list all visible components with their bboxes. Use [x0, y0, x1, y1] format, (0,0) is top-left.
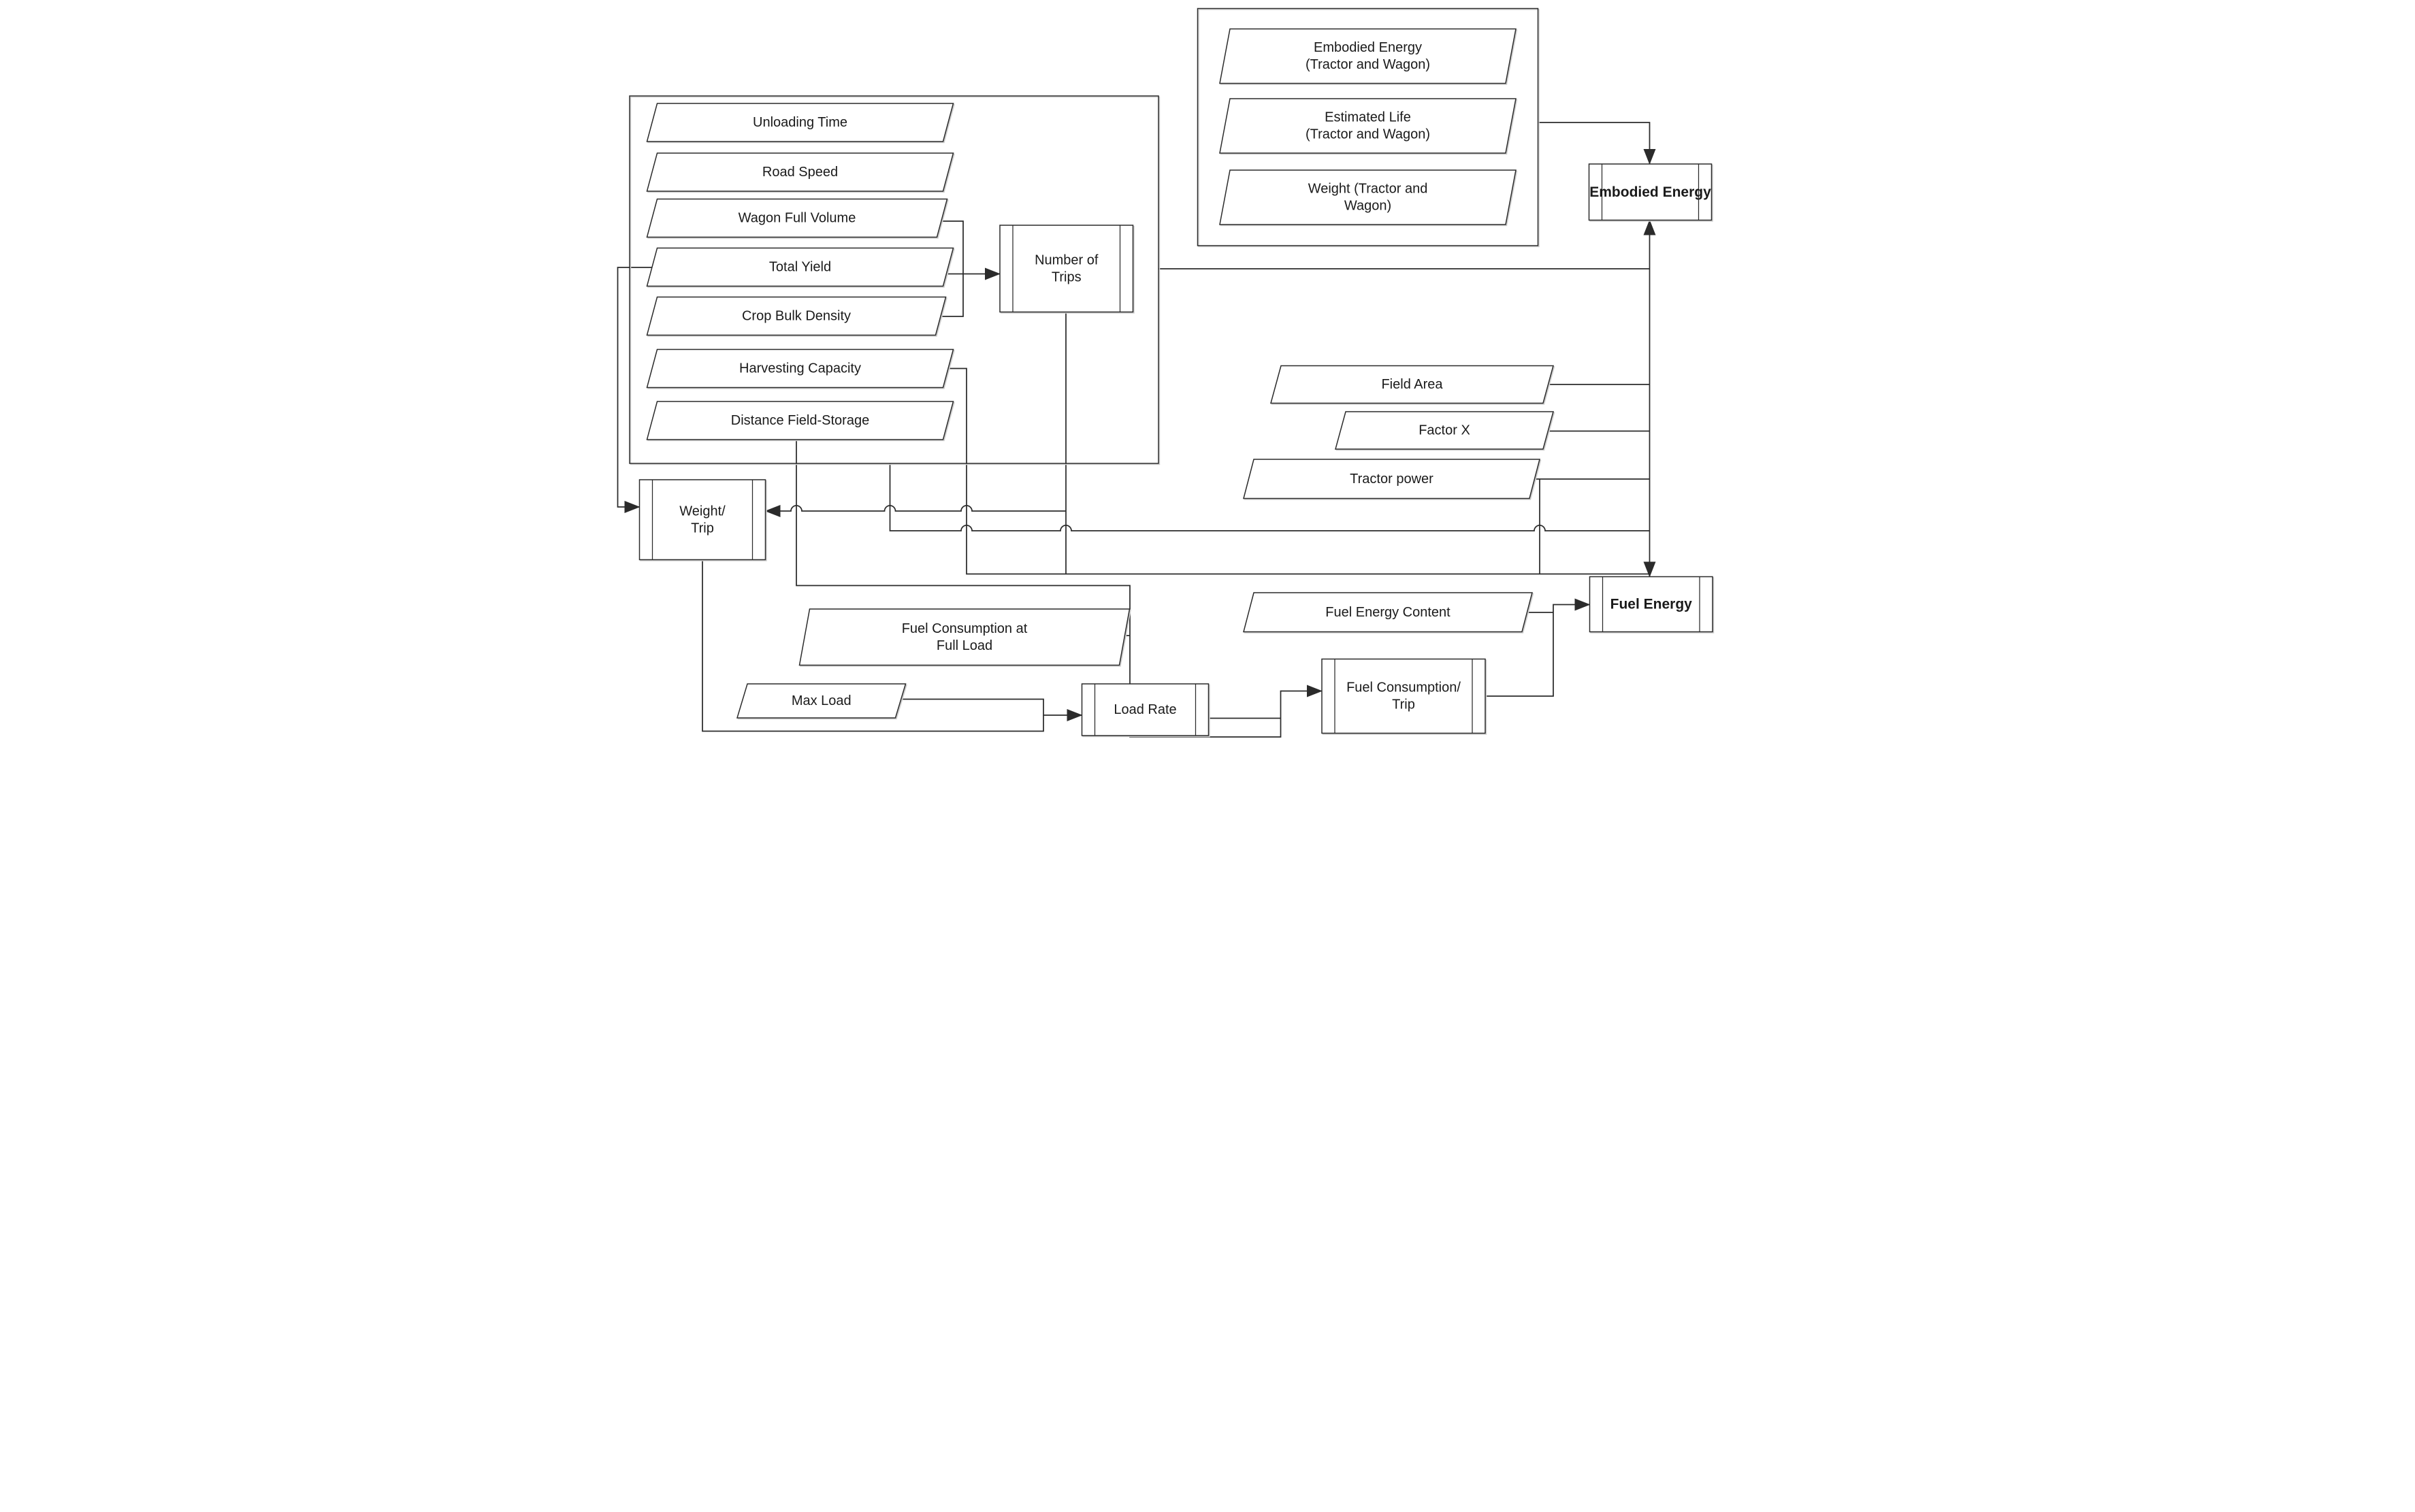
edge-fuel-consumption-per-trip-to-fuel-energy [1485, 598, 1591, 697]
edge-number-of-trips-to-weight-per-trip [764, 505, 1066, 517]
input-road-speed [646, 152, 954, 192]
process-weight-per-trip [638, 479, 766, 561]
input-total-yield [646, 247, 954, 287]
group-left-input-group [629, 95, 1159, 464]
process-fuel-consumption-per-trip [1321, 658, 1486, 734]
label-fuel-consumption-per-trip: Fuel Consumption/Trip [1346, 680, 1461, 712]
input-factor-x [1335, 411, 1554, 450]
input-harvesting-capacity [646, 348, 954, 389]
label-factor-x: Factor X [1419, 423, 1470, 438]
connector-layer [617, 122, 1656, 738]
input-wagon-full-volume [646, 198, 948, 238]
label-field-area: Field Area [1381, 377, 1443, 392]
label-estimated-life-tractor-wagon: Estimated Life(Tractor and Wagon) [1306, 110, 1430, 142]
label-road-speed: Road Speed [762, 165, 838, 180]
input-tractor-power [1243, 459, 1540, 499]
input-fuel-consumption-at-full-load [798, 608, 1131, 666]
label-wagon-full-volume: Wagon Full Volume [739, 211, 856, 226]
edge-max-load-to-load-rate [900, 698, 1083, 721]
node-layer [629, 7, 1713, 736]
label-harvesting-capacity: Harvesting Capacity [739, 361, 861, 376]
input-embodied-energy-tractor-wagon [1219, 28, 1517, 84]
edge-weight-per-trip-to-load-rate [702, 559, 1044, 732]
label-max-load: Max Load [792, 693, 852, 708]
edge-harvesting-capacity-to-trunk [947, 367, 1650, 575]
input-fuel-energy-content [1243, 592, 1533, 633]
process-number-of-trips [999, 225, 1134, 313]
process-fuel-energy [1589, 576, 1713, 633]
label-distance-field-storage: Distance Field-Storage [731, 413, 869, 428]
label-crop-bulk-density: Crop Bulk Density [742, 309, 851, 324]
input-max-load [736, 683, 907, 719]
label-tractor-power: Tractor power [1350, 472, 1433, 487]
input-unloading-time [646, 103, 954, 142]
label-fuel-energy-content: Fuel Energy Content [1325, 605, 1450, 620]
edge-wagon-full-volume-join [941, 220, 964, 274]
label-embodied-energy: Embodied Energy [1589, 184, 1711, 200]
edge-distance-to-fuel-consumption-per-trip [796, 440, 1323, 738]
input-estimated-life-tractor-wagon [1219, 98, 1517, 154]
label-total-yield: Total Yield [769, 260, 831, 275]
edge-group-bottom-to-trunk [889, 463, 1650, 531]
label-fuel-energy: Fuel Energy [1610, 597, 1693, 612]
label-weight-per-trip: Weight/Trip [679, 504, 726, 536]
label-unloading-time: Unloading Time [753, 115, 847, 130]
label-load-rate: Load Rate [1114, 702, 1176, 717]
input-field-area [1270, 365, 1554, 404]
process-embodied-energy [1588, 163, 1713, 221]
edge-group-to-embodied-energy-top [1538, 122, 1656, 165]
label-embodied-energy-tractor-wagon: Embodied Energy(Tractor and Wagon) [1306, 40, 1430, 72]
edge-total-yield-to-weight-per-trip [617, 267, 652, 513]
process-load-rate [1081, 683, 1210, 736]
input-crop-bulk-density [646, 296, 947, 336]
edge-crop-bulk-density-join [940, 274, 964, 317]
input-distance-field-storage [646, 401, 954, 440]
group-tractor-wagon-input-group [1197, 7, 1539, 246]
input-weight-tractor-wagon [1219, 169, 1517, 225]
